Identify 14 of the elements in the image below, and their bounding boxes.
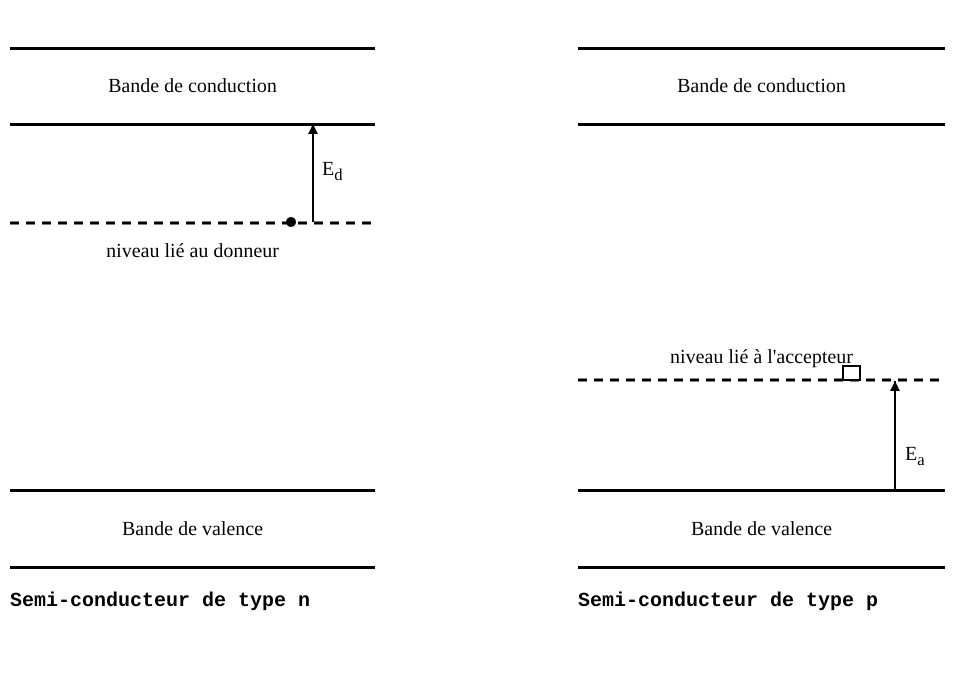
band-label: Bande de conduction — [677, 75, 846, 98]
energy-band — [10, 47, 375, 126]
energy-label: E$_{d}$ — [322, 158, 343, 180]
diagram-caption: Semi-conducteur de type n — [10, 590, 310, 613]
diagram-caption: Semi-conducteur de type p — [578, 590, 878, 613]
level-label: niveau lié au donneur — [106, 240, 279, 262]
energy-label: E$_{a}$ — [905, 443, 925, 465]
energy-band — [578, 489, 945, 569]
energy-band — [10, 489, 375, 569]
band-label: Bande de conduction — [108, 75, 277, 98]
band-label: Bande de valence — [690, 518, 832, 540]
band-label: Bande de valence — [122, 518, 264, 540]
energy-band — [578, 47, 945, 126]
level-label: niveau lié à l'accepteur — [670, 346, 853, 368]
